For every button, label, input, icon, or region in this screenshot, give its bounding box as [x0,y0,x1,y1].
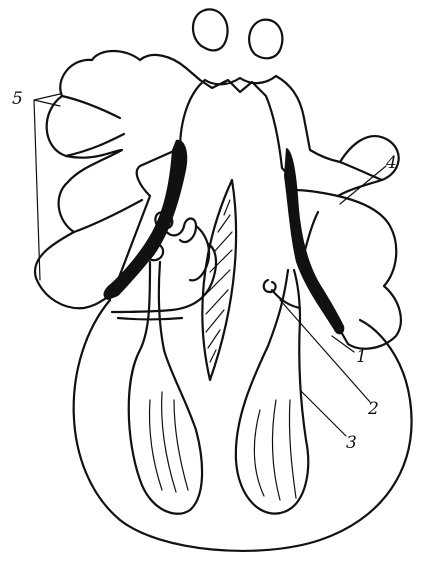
central-organ [202,180,236,380]
label-1: 1 [356,347,367,367]
leader-1 [332,336,354,352]
ovary-right [249,20,282,59]
label-5: 5 [12,89,23,109]
left-coiled-tubules [112,212,216,319]
lobed-membrane [35,51,401,349]
left-sac [129,262,202,514]
leader-3 [300,390,346,436]
lobe-details [62,96,382,232]
ovary-left [193,9,228,50]
right-sac [236,270,308,514]
body-wall [74,300,412,551]
label-3: 3 [346,433,357,453]
label-2: 2 [367,399,379,419]
top-ovaries [193,9,282,58]
leader-lines [34,94,386,436]
label-4: 4 [385,153,397,173]
